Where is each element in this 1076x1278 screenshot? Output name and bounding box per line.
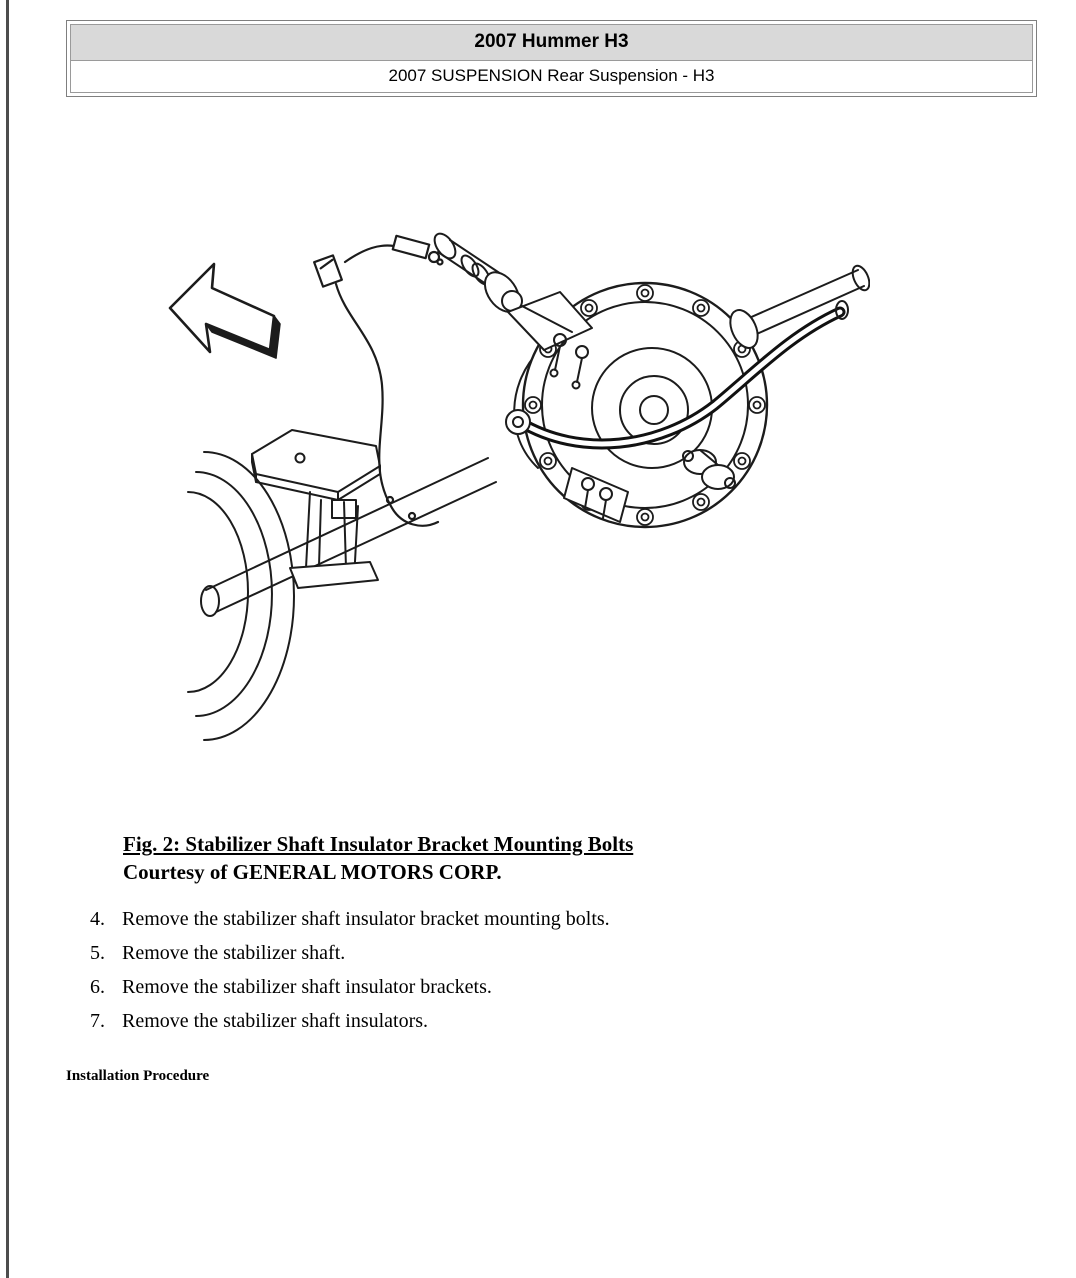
brake-drum-arcs [187,451,295,741]
rear-axle-diagram-svg [168,232,870,741]
step-item: 5. Remove the stabilizer shaft. [90,942,990,976]
spring-perch-plate [251,429,381,501]
step-number: 7. [90,1010,105,1032]
installation-procedure-heading: Installation Procedure [66,1068,210,1084]
window-left-border [6,0,9,1278]
page-header: 2007 Hummer H3 2007 SUSPENSION Rear Susp… [66,20,1037,97]
step-text: Remove the stabilizer shaft. [122,942,346,964]
yoke-flanges [682,449,736,490]
procedure-steps: 4. Remove the stabilizer shaft insulator… [90,908,990,1044]
step-text: Remove the stabilizer shaft insulators. [122,1010,429,1032]
axle-tube-right [729,264,870,349]
step-item: 7. Remove the stabilizer shaft insulator… [90,1010,990,1044]
rear-axle-diagram [140,200,870,770]
figure-caption-credit: Courtesy of GENERAL MOTORS CORP. [123,860,502,884]
insulator-bracket [563,467,629,523]
abs-sensor-cable [313,234,444,527]
vehicle-title: 2007 Hummer H3 [70,24,1033,61]
step-number: 6. [90,976,105,998]
figure-caption: Fig. 2: Stabilizer Shaft Insulator Brack… [123,830,983,886]
shackle-bracket [289,491,379,589]
stabilizer-shaft [505,300,849,450]
upper-bracket [507,291,593,390]
section-subtitle: 2007 SUSPENSION Rear Suspension - H3 [70,61,1033,93]
direction-arrow-icon [168,262,281,359]
step-number: 4. [90,908,105,930]
step-text: Remove the stabilizer shaft insulator br… [122,976,492,998]
step-item: 6. Remove the stabilizer shaft insulator… [90,976,990,1010]
step-number: 5. [90,942,105,964]
pinion-shaft [433,232,523,313]
figure-caption-title: Fig. 2: Stabilizer Shaft Insulator Brack… [123,832,634,856]
step-text: Remove the stabilizer shaft insulator br… [122,908,610,930]
step-item: 4. Remove the stabilizer shaft insulator… [90,908,990,942]
